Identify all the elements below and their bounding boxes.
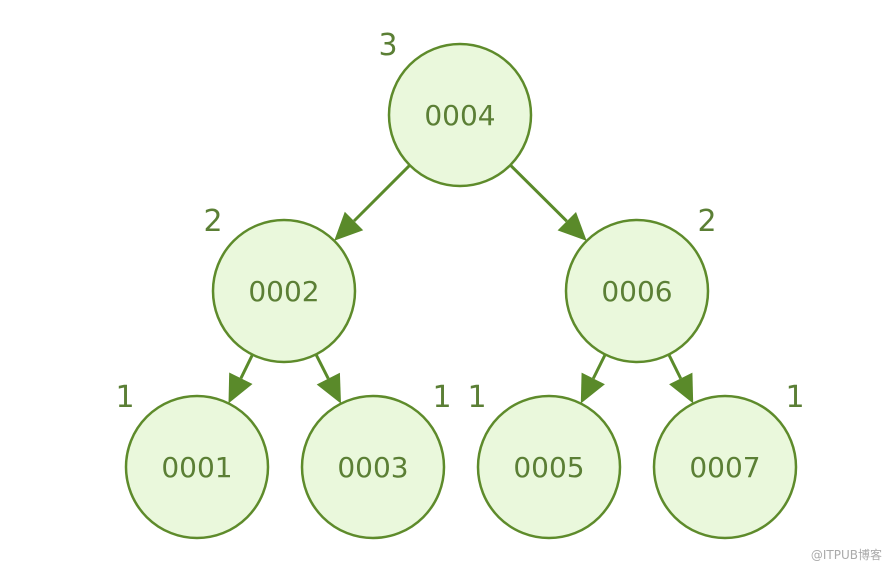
tree-edge (580, 353, 607, 404)
tree-edge (667, 353, 694, 404)
edge-line (352, 164, 411, 223)
node-label: 0006 (601, 275, 672, 308)
tree-edge (334, 164, 411, 241)
node-height-label: 1 (115, 380, 134, 415)
node-height-label: 1 (432, 380, 451, 415)
edges-layer (228, 164, 694, 404)
tree-edge (228, 353, 254, 404)
node-height-label: 1 (467, 380, 486, 415)
tree-node: 0007 1 (652, 380, 805, 540)
node-label: 0002 (248, 275, 319, 308)
node-label: 0007 (689, 451, 760, 484)
tree-node: 0005 1 (467, 380, 622, 540)
edge-line (667, 353, 683, 380)
arrowhead-icon (228, 372, 253, 404)
arrowhead-icon (334, 211, 364, 241)
edge-line (239, 353, 254, 379)
node-height-label: 2 (697, 204, 716, 239)
node-circle (564, 218, 710, 364)
node-label: 0005 (513, 451, 584, 484)
node-circle (476, 394, 622, 540)
tree-edge (314, 353, 341, 404)
arrowhead-icon (316, 372, 341, 404)
tree-node: 0003 1 (300, 380, 452, 540)
node-circle (387, 42, 533, 188)
node-circle (652, 394, 798, 540)
node-label: 0001 (161, 451, 232, 484)
tree-node: 0001 1 (115, 380, 270, 540)
watermark-text: @ITPUB博客 (811, 547, 882, 562)
node-height-label: 1 (785, 380, 804, 415)
node-circle (124, 394, 270, 540)
tree-node: 0006 2 (564, 204, 717, 364)
tree-node: 0002 2 (203, 204, 357, 364)
tree-edge (509, 164, 587, 241)
node-height-label: 2 (203, 204, 222, 239)
node-height-label: 3 (378, 28, 397, 63)
arrowhead-icon (580, 372, 605, 404)
node-label: 0003 (337, 451, 408, 484)
nodes-layer: 0004 3 0002 2 0006 2 0001 1 0003 1 0005 1 0007 1 (115, 28, 805, 540)
tree-node: 0004 3 (378, 28, 533, 188)
edge-line (591, 353, 607, 380)
node-circle (300, 394, 446, 540)
edge-line (314, 353, 330, 380)
edge-line (509, 164, 568, 223)
node-label: 0004 (424, 99, 495, 132)
node-circle (211, 218, 357, 364)
arrowhead-icon (669, 372, 694, 404)
arrowhead-icon (557, 212, 587, 241)
